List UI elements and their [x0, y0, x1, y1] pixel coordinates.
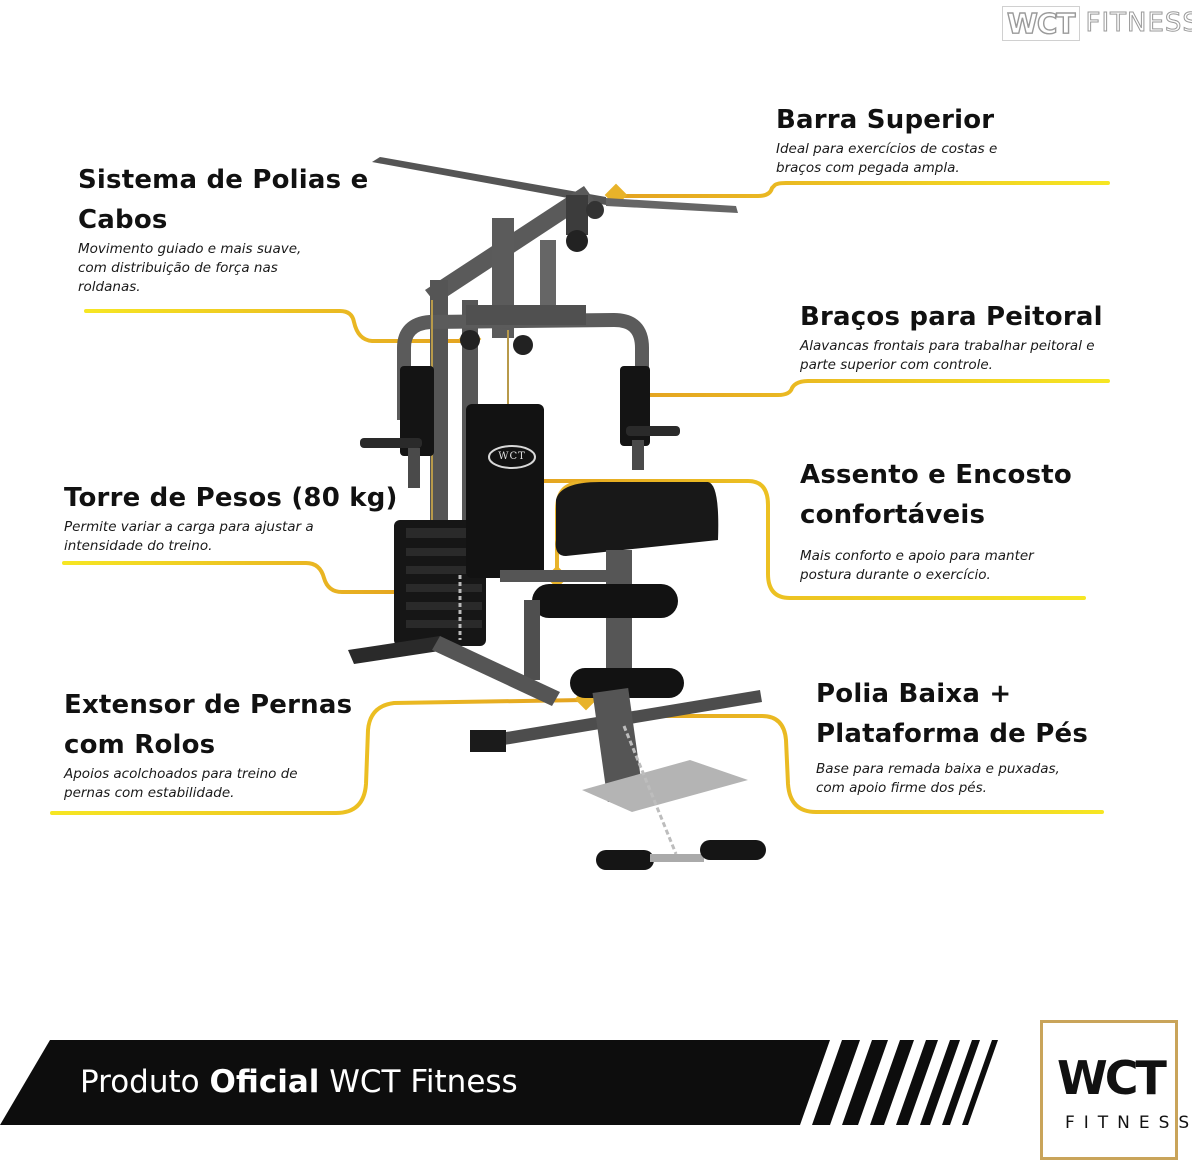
annotation-desc: Apoios acolchoados para treino de pernas…: [64, 766, 298, 801]
home-gym-illustration: [348, 157, 766, 870]
annotation-desc: Mais conforto e apoio para manter postur…: [800, 548, 1034, 583]
annotation-polias-cabos: Sistema de Polias e Cabos Movimento guia…: [78, 160, 378, 297]
annotation-title: Torre de Pesos (80 kg): [64, 483, 398, 513]
top-logo: WCT FITNESS: [1002, 4, 1192, 42]
annotation-desc: Movimento guiado e mais suave, com distr…: [78, 241, 302, 295]
bottom-logo: WCT FITNESS: [1040, 1020, 1189, 1160]
annotation-title: Sistema de Polias e Cabos: [78, 165, 369, 235]
annotation-barra-superior: Barra Superior Ideal para exercícios de …: [776, 100, 1076, 178]
banner-bold: Oficial: [209, 1064, 320, 1100]
banner-suffix: WCT Fitness: [329, 1064, 518, 1100]
annotation-polia-baixa: Polia Baixa + Plataforma de Pés Base par…: [816, 674, 1116, 798]
annotation-title: Polia Baixa + Plataforma de Pés: [816, 679, 1089, 749]
bottom-logo-sub: FITNESS: [1065, 1113, 1192, 1133]
annotation-desc: Alavancas frontais para trabalhar peitor…: [800, 338, 1095, 373]
machine-badge: WCT: [498, 451, 526, 462]
annotation-desc: Base para remada baixa e puxadas, com ap…: [816, 761, 1060, 796]
bottom-banner: [0, 1040, 998, 1125]
annotation-title: Assento e Encosto confortáveis: [800, 460, 1072, 530]
annotation-title: Barra Superior: [776, 105, 995, 135]
annotation-assento-encosto: Assento e Encosto confortáveis Mais conf…: [800, 455, 1090, 585]
annotation-torre-pesos: Torre de Pesos (80 kg) Permite variar a …: [64, 478, 404, 556]
bottom-logo-word: WCT: [1057, 1051, 1167, 1105]
annotation-desc: Permite variar a carga para ajustar a in…: [64, 519, 314, 554]
banner-prefix: Produto: [80, 1064, 200, 1100]
top-logo-sub: FITNESS: [1085, 8, 1192, 39]
top-logo-word: WCT: [1002, 5, 1080, 41]
annotation-title: Extensor de Pernas com Rolos: [64, 690, 353, 760]
annotation-extensor-pernas: Extensor de Pernas com Rolos Apoios acol…: [64, 685, 364, 803]
banner-tagline: Produto Oficial WCT Fitness: [80, 1060, 518, 1104]
annotation-bracos-peitoral: Braços para Peitoral Alavancas frontais …: [800, 297, 1130, 375]
annotation-desc: Ideal para exercícios de costas e braços…: [776, 141, 998, 176]
annotation-title: Braços para Peitoral: [800, 302, 1103, 332]
